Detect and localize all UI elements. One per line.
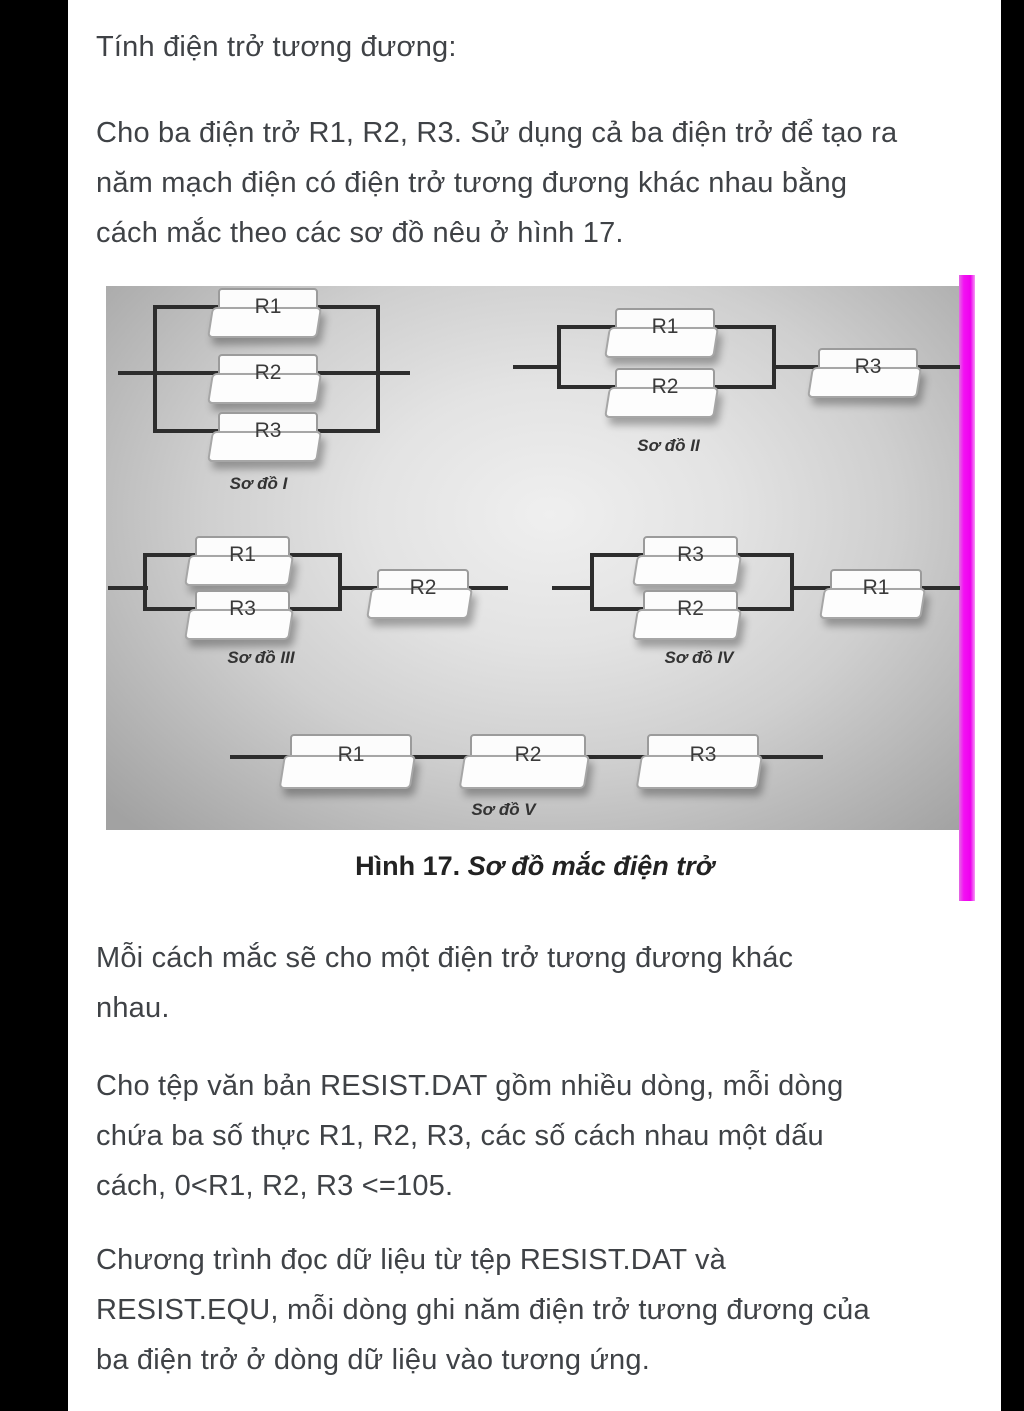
diagram-label: Sơ đồ II xyxy=(637,436,700,455)
resistor-label: R2 xyxy=(651,375,679,398)
resistor-label: R1 xyxy=(337,743,365,766)
resistor-box: R2 xyxy=(615,368,715,406)
resistor-box: R2 xyxy=(470,734,586,776)
resistor-box: R2 xyxy=(377,569,469,607)
figure-17: R1 R2 R3 Sơ đồ I R1 R2 R3 Sơ đồ II R1 R xyxy=(68,275,1001,901)
resistor-box: R3 xyxy=(643,536,738,574)
document-page: Tính điện trở tương đương: Cho ba điện t… xyxy=(68,0,1001,1411)
resistor-box: R1 xyxy=(830,569,922,607)
paragraph-input-file: Cho tệp văn bản RESIST.DAT gồm nhiều dòn… xyxy=(96,1061,965,1211)
resistor-label: R2 xyxy=(514,743,542,766)
text-line: cách mắc theo các sơ đồ nêu ở hình 17. xyxy=(96,217,624,249)
wire xyxy=(790,553,794,611)
text-line: cách, 0<R1, R2, R3 <=105. xyxy=(96,1170,454,1202)
diagram-label: Sơ đồ I xyxy=(229,474,288,493)
wire xyxy=(143,553,147,611)
figure-caption: Hình 17. Sơ đồ mắc điện trở xyxy=(68,851,1001,882)
accent-bar xyxy=(959,275,975,901)
resistor-label: R1 xyxy=(651,315,679,338)
wire xyxy=(772,365,822,369)
paragraph-program: Chương trình đọc dữ liệu từ tệp RESIST.D… xyxy=(96,1235,965,1385)
wire xyxy=(153,305,157,433)
resistor-box: R3 xyxy=(195,590,290,628)
paragraph-intro: Cho ba điện trở R1, R2, R3. Sử dụng cả b… xyxy=(96,108,965,258)
text-line: Cho ba điện trở R1, R2, R3. Sử dụng cả b… xyxy=(96,117,898,149)
wire xyxy=(552,586,594,590)
resistor-box: R2 xyxy=(218,354,318,392)
diagram-label: Sơ đồ V xyxy=(471,800,536,819)
resistor-box: R1 xyxy=(290,734,412,776)
wire xyxy=(790,586,838,590)
resistor-label: R2 xyxy=(254,361,282,384)
resistor-box: R2 xyxy=(643,590,738,628)
circuit-diagram-canvas: R1 R2 R3 Sơ đồ I R1 R2 R3 Sơ đồ II R1 R xyxy=(106,286,960,830)
resistor-box: R1 xyxy=(195,536,290,574)
resistor-label: R2 xyxy=(409,576,437,599)
wire xyxy=(590,553,594,611)
text-line: năm mạch điện có điện trở tương đương kh… xyxy=(96,167,848,199)
figure-caption-prefix: Hình 17. xyxy=(355,851,468,881)
resistor-label: R3 xyxy=(689,743,717,766)
resistor-box: R3 xyxy=(818,348,918,386)
resistor-box: R1 xyxy=(218,288,318,326)
resistor-label: R3 xyxy=(677,543,704,566)
section-heading: Tính điện trở tương đương: xyxy=(96,31,457,63)
wire xyxy=(513,365,559,369)
resistor-label: R3 xyxy=(854,355,882,378)
text-line: RESIST.EQU, mỗi dòng ghi năm điện trở tư… xyxy=(96,1294,870,1326)
resistor-label: R1 xyxy=(254,295,282,318)
resistor-box: R1 xyxy=(615,308,715,346)
resistor-label: R2 xyxy=(677,597,704,620)
wire xyxy=(914,365,960,369)
wire xyxy=(338,553,342,611)
resistor-label: R1 xyxy=(862,576,890,599)
resistor-label: R3 xyxy=(254,419,282,442)
text-line: chứa ba số thực R1, R2, R3, các số cách … xyxy=(96,1120,824,1152)
wire xyxy=(557,325,561,389)
paragraph-each-arrangement: Mỗi cách mắc sẽ cho một điện trở tương đ… xyxy=(96,933,965,1033)
diagram-label: Sơ đồ IV xyxy=(664,648,734,667)
text-line: Mỗi cách mắc sẽ cho một điện trở tương đ… xyxy=(96,942,794,974)
text-line: ba điện trở ở dòng dữ liệu vào tương ứng… xyxy=(96,1344,650,1376)
figure-caption-title: Sơ đồ mắc điện trở xyxy=(467,851,714,881)
text-line: Chương trình đọc dữ liệu từ tệp RESIST.D… xyxy=(96,1244,727,1276)
text-line: Cho tệp văn bản RESIST.DAT gồm nhiều dòn… xyxy=(96,1070,844,1102)
diagram-label: Sơ đồ III xyxy=(227,648,295,667)
text-line: nhau. xyxy=(96,992,170,1024)
wire xyxy=(772,325,776,389)
resistor-label: R1 xyxy=(229,543,256,566)
wire xyxy=(918,586,960,590)
wire xyxy=(376,305,380,433)
wire xyxy=(108,586,148,590)
resistor-label: R3 xyxy=(229,597,256,620)
resistor-box: R3 xyxy=(647,734,759,776)
resistor-box: R3 xyxy=(218,412,318,450)
